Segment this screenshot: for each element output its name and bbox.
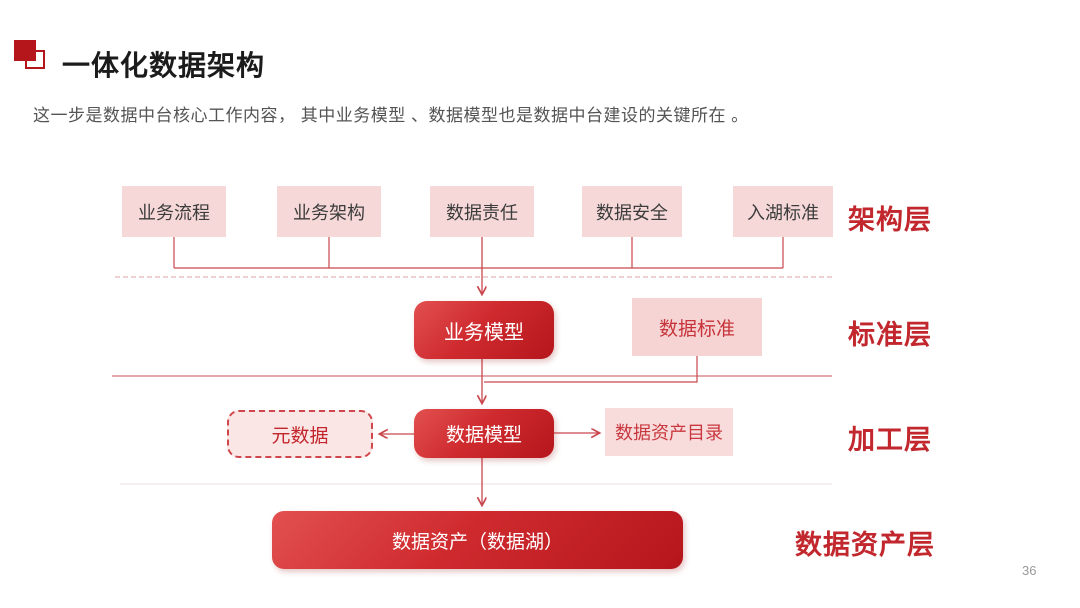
layer-label-data-asset: 数据资产层 — [795, 530, 935, 560]
box-data-model: 数据模型 — [414, 409, 554, 458]
box-data-standard: 数据标准 — [632, 298, 762, 356]
box-data-asset-catalog: 数据资产目录 — [605, 408, 733, 456]
layer-label-processing: 加工层 — [848, 425, 932, 455]
box-business-model: 业务模型 — [414, 301, 554, 359]
box-business-architecture: 业务架构 — [277, 186, 381, 237]
outline-square-icon — [25, 50, 45, 69]
box-metadata: 元数据 — [227, 410, 373, 458]
page-number: 36 — [1022, 563, 1037, 578]
layer-label-architecture: 架构层 — [848, 205, 932, 235]
page-title: 一体化数据架构 — [62, 50, 266, 81]
box-business-process: 业务流程 — [122, 186, 226, 237]
box-data-responsibility: 数据责任 — [430, 186, 534, 237]
box-lake-entry-standard: 入湖标准 — [733, 186, 833, 237]
layer-label-standard: 标准层 — [848, 320, 932, 350]
box-data-security: 数据安全 — [582, 186, 682, 237]
box-data-asset-lake: 数据资产（数据湖） — [272, 511, 683, 569]
slide-subtitle: 这一步是数据中台核心工作内容， 其中业务模型 、数据模型也是数据中台建设的关键所… — [33, 106, 749, 125]
title-squares-icon — [14, 40, 54, 74]
